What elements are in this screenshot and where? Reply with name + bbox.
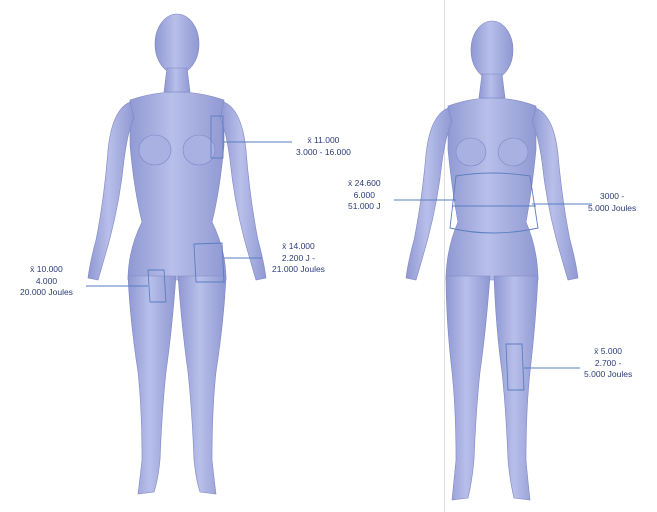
right-figure-right-arm bbox=[532, 108, 578, 280]
left-upper-arm-mean: x̄ 11.000 bbox=[296, 135, 351, 147]
left-figure bbox=[88, 14, 266, 494]
left-figure-left-leg bbox=[128, 276, 176, 494]
left-thigh-front-range-2: 21.000 Joules bbox=[272, 264, 325, 276]
left-figure-right-leg bbox=[178, 276, 226, 494]
left-thigh-front-range-1: 2.200 J - bbox=[272, 253, 325, 265]
right-figure-torso bbox=[446, 98, 538, 280]
left-thigh-side-mean: x̄ 10.000 bbox=[20, 264, 73, 276]
right-knee-range-2: 5.000 Joules bbox=[584, 369, 632, 381]
right-figure bbox=[406, 21, 578, 500]
right-figure-neck bbox=[479, 74, 505, 98]
right-knee-range-1: 2.700 - bbox=[584, 358, 632, 370]
left-figure-neck bbox=[164, 68, 190, 92]
right-knee-mean: x̄ 5.000 bbox=[584, 346, 632, 358]
right-figure-head bbox=[471, 21, 513, 79]
right-torso-range-1: 6.000 bbox=[348, 190, 381, 202]
right-figure-right-leg bbox=[494, 276, 538, 500]
left-thigh-side-range-1: 4.000 bbox=[20, 276, 73, 288]
right-waist-range-2: 5.000 Joules bbox=[588, 203, 636, 215]
right-torso-range-2: 51.000 J bbox=[348, 201, 381, 213]
right-figure-left-arm bbox=[406, 108, 452, 280]
label-left-thigh-front: x̄ 14.000 2.200 J - 21.000 Joules bbox=[272, 241, 325, 276]
label-left-thigh-side: x̄ 10.000 4.000 20.000 Joules bbox=[20, 264, 73, 299]
left-thigh-side-range-2: 20.000 Joules bbox=[20, 287, 73, 299]
right-figure-left-leg bbox=[446, 276, 490, 500]
right-torso-mean: x̄ 24.600 bbox=[348, 178, 381, 190]
left-figure-left-arm bbox=[88, 102, 134, 280]
left-thigh-front-mean: x̄ 14.000 bbox=[272, 241, 325, 253]
left-upper-arm-range: 3.000 - 16.000 bbox=[296, 147, 351, 159]
left-figure-head bbox=[155, 14, 199, 74]
label-left-upper-arm: x̄ 11.000 3.000 - 16.000 bbox=[296, 135, 351, 158]
label-right-torso: x̄ 24.600 6.000 51.000 J bbox=[348, 178, 381, 213]
label-right-waist: 3000 - 5.000 Joules bbox=[588, 191, 636, 214]
left-figure-right-arm bbox=[220, 102, 266, 280]
right-waist-range-1: 3000 - bbox=[588, 191, 636, 203]
label-right-knee: x̄ 5.000 2.700 - 5.000 Joules bbox=[584, 346, 632, 381]
